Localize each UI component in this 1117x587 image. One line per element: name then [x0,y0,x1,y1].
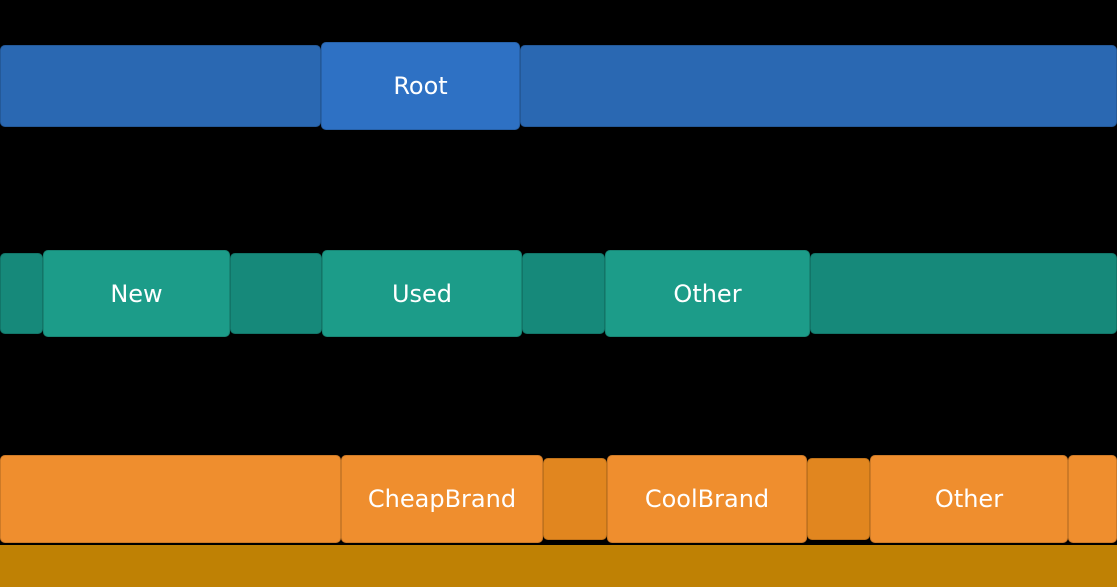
tile-label: Other [934,485,1004,513]
icicle-tile-unlabeled[interactable] [1068,455,1117,543]
icicle-tile-new[interactable]: New [43,250,230,337]
icicle-tile-unlabeled[interactable] [807,458,870,540]
icicle-tile-unlabeled[interactable] [0,253,43,334]
icicle-tile-coolbrand[interactable]: CoolBrand [607,455,807,543]
tile-label: Other [673,279,742,308]
icicle-tile-other[interactable]: Other [605,250,810,337]
icicle-tile-unlabeled[interactable] [0,455,341,543]
tile-label: CoolBrand [644,485,770,513]
icicle-tile-root[interactable]: Root [321,42,520,130]
icicle-tile-unlabeled[interactable] [543,458,607,540]
tile-label: Root [393,72,448,100]
icicle-tile-other[interactable]: Other [870,455,1068,543]
truncated-level-4-band[interactable] [0,545,1117,587]
tile-label: CheapBrand [367,485,517,513]
tile-label: Used [391,279,453,308]
icicle-tile-used[interactable]: Used [322,250,522,337]
icicle-tile-unlabeled[interactable] [0,45,321,127]
icicle-tile-unlabeled[interactable] [230,253,322,334]
icicle-tile-unlabeled[interactable] [520,45,1117,127]
tile-label: New [110,279,163,308]
icicle-tile-cheapbrand[interactable]: CheapBrand [341,455,543,543]
icicle-tile-unlabeled[interactable] [522,253,605,334]
icicle-tile-unlabeled[interactable] [810,253,1117,334]
